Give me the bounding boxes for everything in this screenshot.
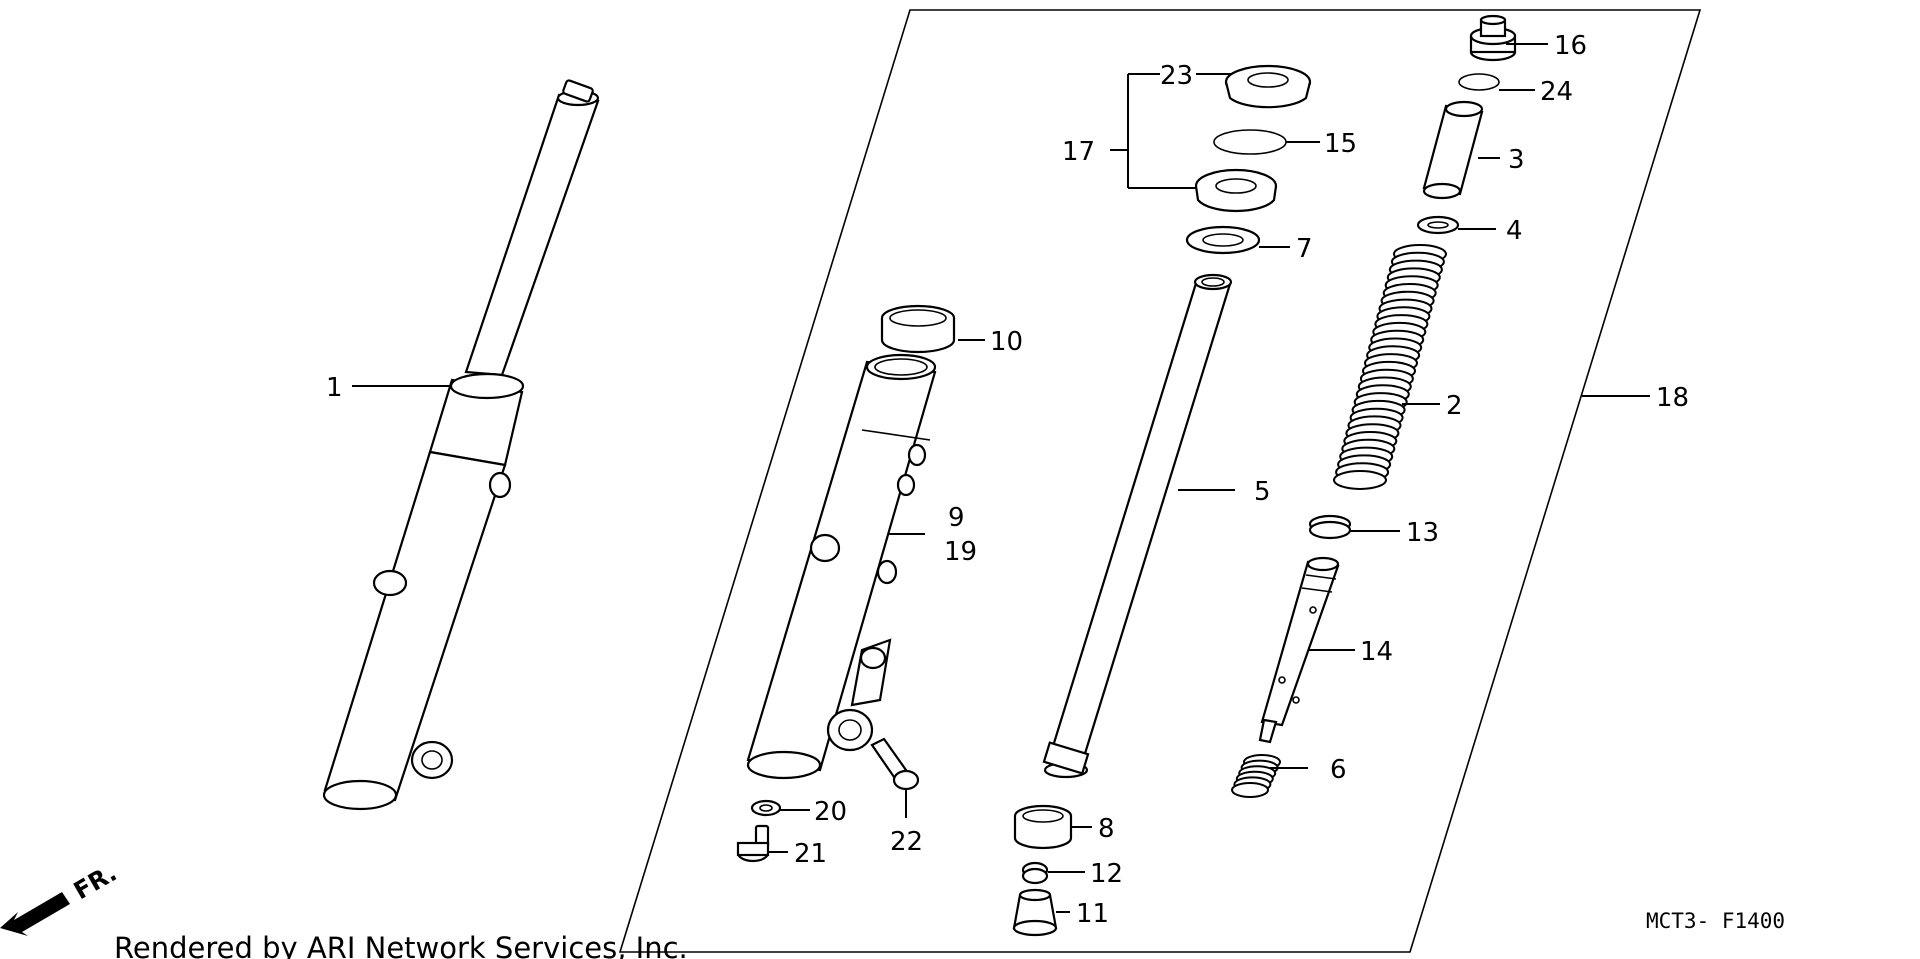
part-21-socket-bolt[interactable] [736, 824, 770, 863]
part-13-piston-ring[interactable] [1308, 514, 1352, 540]
callout-2: 2 [1446, 391, 1463, 421]
callout-24: 24 [1540, 77, 1573, 107]
part-16-fork-bolt[interactable] [1469, 14, 1517, 62]
callout-19: 19 [944, 537, 977, 567]
credit-text: Rendered by ARI Network Services, Inc. [114, 931, 688, 959]
callout-10: 10 [990, 327, 1023, 357]
part-10-dust-seal-ring[interactable] [880, 304, 956, 354]
assembly-boundary [618, 9, 1702, 953]
callout-15: 15 [1324, 129, 1357, 159]
callout-4: 4 [1506, 216, 1523, 246]
callout-13: 13 [1406, 518, 1439, 548]
part-5-fork-pipe[interactable] [1042, 273, 1233, 779]
part-22-pinch-bolt[interactable] [870, 737, 920, 791]
part-23-dust-seal[interactable] [1224, 64, 1312, 109]
callout-20: 20 [814, 797, 847, 827]
callout-8: 8 [1098, 814, 1115, 844]
callout-22: 22 [890, 827, 923, 857]
front-direction-label: FR. [69, 859, 121, 905]
part-12-spring[interactable] [1021, 861, 1049, 885]
callout-5: 5 [1254, 477, 1271, 507]
callout-1: 1 [326, 373, 343, 403]
callout-3: 3 [1508, 145, 1525, 175]
callout-17: 17 [1062, 137, 1095, 167]
callout-12: 12 [1090, 859, 1123, 889]
callout-14: 14 [1360, 637, 1393, 667]
callout-21: 21 [794, 839, 827, 869]
part-17-oil-seal[interactable] [1194, 168, 1278, 213]
part-11-oil-lock-piece[interactable] [1012, 888, 1058, 937]
part-24-o-ring[interactable] [1458, 73, 1500, 91]
part-2-fork-spring[interactable] [1333, 244, 1447, 490]
callout-6: 6 [1330, 755, 1347, 785]
leader-lines [352, 43, 1650, 913]
part-7-backup-ring[interactable] [1185, 225, 1261, 255]
callout-11: 11 [1076, 899, 1109, 929]
callout-23: 23 [1160, 61, 1193, 91]
part-20-sealing-washer[interactable] [750, 799, 782, 817]
part-8-slide-bushing[interactable] [1013, 804, 1073, 850]
figure-code: MCT3- F1400 [1646, 909, 1785, 933]
part-4-spring-seat[interactable] [1416, 215, 1460, 235]
front-direction-arrow-icon [0, 892, 70, 936]
part-14-fork-piston[interactable] [1258, 556, 1340, 744]
part-15-stopper-ring[interactable] [1213, 129, 1287, 155]
callout-7: 7 [1296, 234, 1313, 264]
part-9-19-fork-bottom-case[interactable] [746, 353, 937, 780]
part-6-rebound-spring[interactable] [1231, 754, 1281, 798]
callout-16: 16 [1554, 31, 1587, 61]
callout-18: 18 [1656, 383, 1689, 413]
part-fork-assembly[interactable] [322, 79, 600, 811]
callout-9: 9 [948, 503, 965, 533]
part-3-spring-collar[interactable] [1422, 100, 1484, 200]
